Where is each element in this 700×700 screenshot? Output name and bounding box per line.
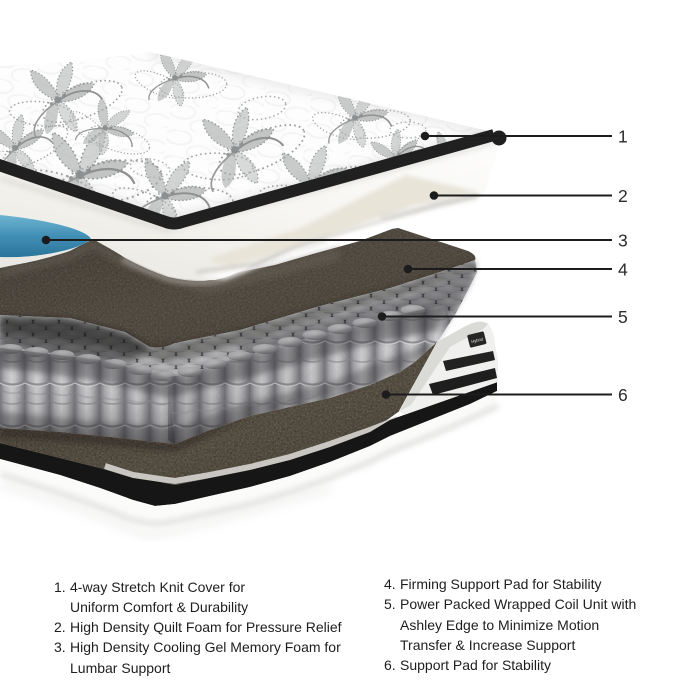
svg-text:5: 5 <box>618 307 628 327</box>
svg-text:3: 3 <box>618 231 628 251</box>
svg-text:2: 2 <box>618 186 628 206</box>
svg-text:4: 4 <box>618 260 628 280</box>
svg-text:1: 1 <box>618 127 628 147</box>
svg-text:Hybrid: Hybrid <box>471 336 485 344</box>
svg-text:6: 6 <box>618 385 628 405</box>
